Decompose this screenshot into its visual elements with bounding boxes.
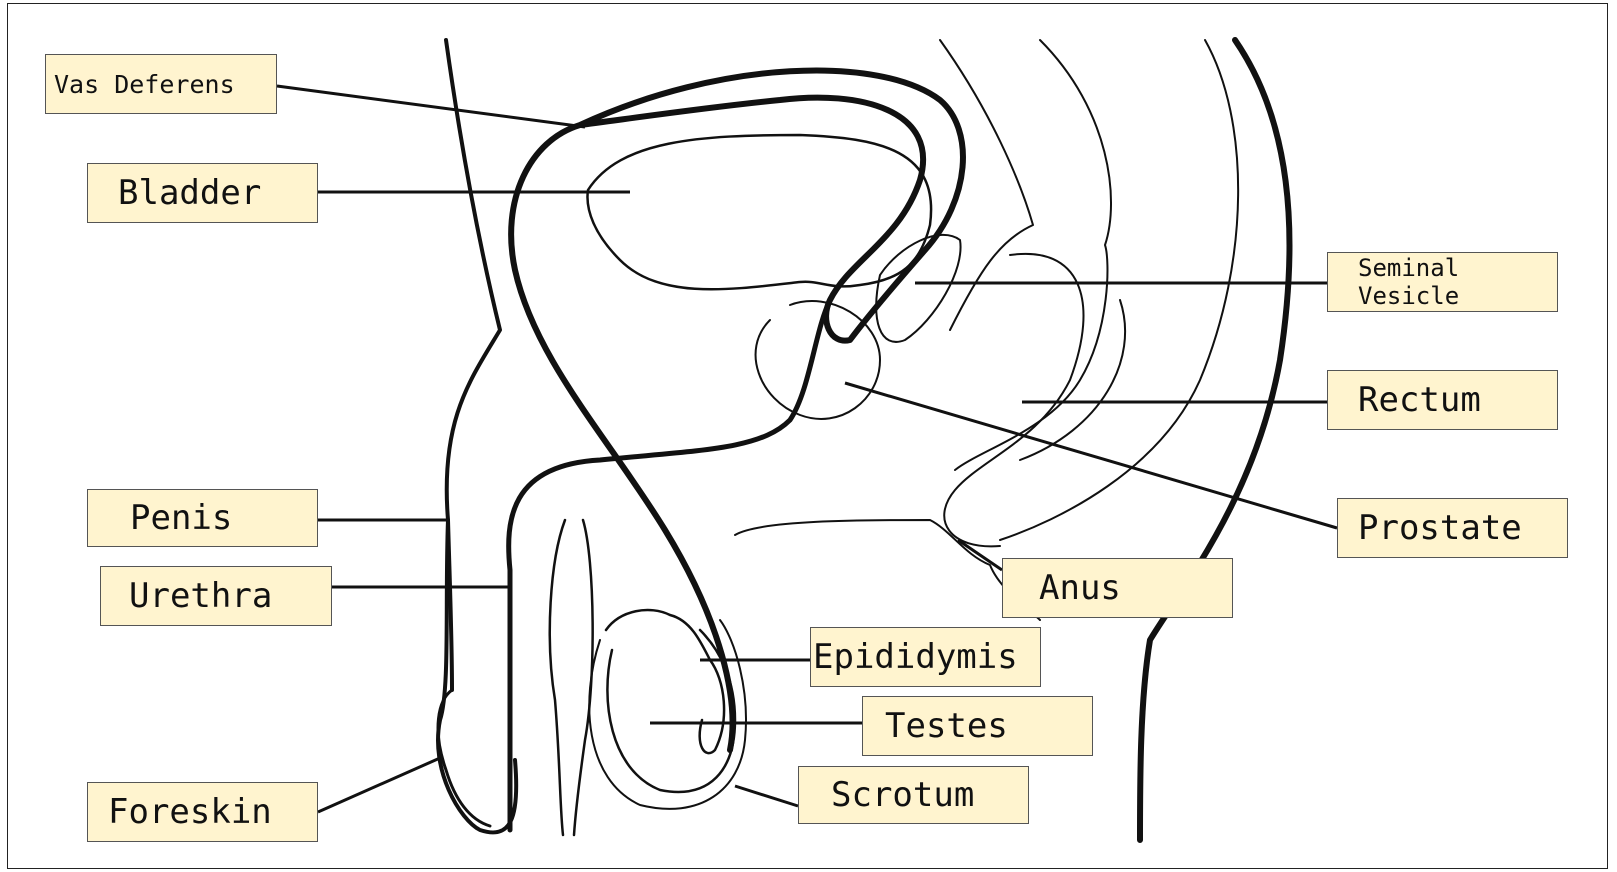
label-testes: Testes	[862, 696, 1093, 756]
label-penis-text: Penis	[130, 498, 232, 538]
rectum-inner	[1020, 300, 1125, 460]
label-anus-text: Anus	[1039, 568, 1121, 608]
label-vas-deferens: Vas Deferens	[45, 54, 277, 114]
perineum-outline	[735, 520, 1040, 620]
foreskin-outline	[438, 690, 490, 826]
label-urethra: Urethra	[100, 566, 332, 626]
leader-anus	[958, 540, 1002, 570]
label-bladder-text: Bladder	[118, 173, 261, 213]
label-seminal-vesicle: Seminal Vesicle	[1327, 252, 1558, 312]
bladder-outline	[587, 135, 931, 289]
epididymis-outline	[606, 610, 724, 753]
label-rectum: Rectum	[1327, 370, 1558, 430]
label-urethra-text: Urethra	[129, 576, 272, 616]
label-anus: Anus	[1002, 558, 1233, 618]
label-seminal-vesicle-line2: Vesicle	[1358, 282, 1459, 310]
prostate-outline	[756, 301, 880, 419]
testis-outline	[607, 630, 735, 792]
leader-vas-deferens	[277, 86, 585, 127]
label-epididymis-text: Epididymis	[813, 637, 1018, 677]
label-scrotum: Scrotum	[798, 766, 1029, 824]
label-seminal-vesicle-line1: Seminal	[1358, 254, 1459, 282]
abdomen-outline	[446, 40, 500, 690]
label-foreskin-text: Foreskin	[108, 792, 272, 832]
leader-prostate	[845, 383, 1337, 528]
corpus-outline	[550, 520, 565, 835]
peritoneum-line	[940, 40, 1033, 330]
leader-foreskin	[318, 758, 440, 812]
label-vas-deferens-text: Vas Deferens	[54, 70, 235, 99]
corpus-outline-2	[574, 520, 593, 835]
label-foreskin: Foreskin	[87, 782, 318, 842]
label-prostate: Prostate	[1337, 498, 1568, 558]
leader-scrotum	[735, 786, 798, 806]
label-prostate-text: Prostate	[1358, 508, 1522, 548]
label-rectum-text: Rectum	[1358, 380, 1481, 420]
rectum-outline	[944, 254, 1083, 547]
back-outline	[1140, 40, 1290, 840]
label-bladder: Bladder	[87, 163, 318, 223]
label-scrotum-text: Scrotum	[831, 775, 974, 815]
urethra-line	[509, 300, 830, 830]
label-testes-text: Testes	[885, 706, 1008, 746]
label-epididymis: Epididymis	[810, 627, 1041, 687]
label-penis: Penis	[87, 489, 318, 547]
